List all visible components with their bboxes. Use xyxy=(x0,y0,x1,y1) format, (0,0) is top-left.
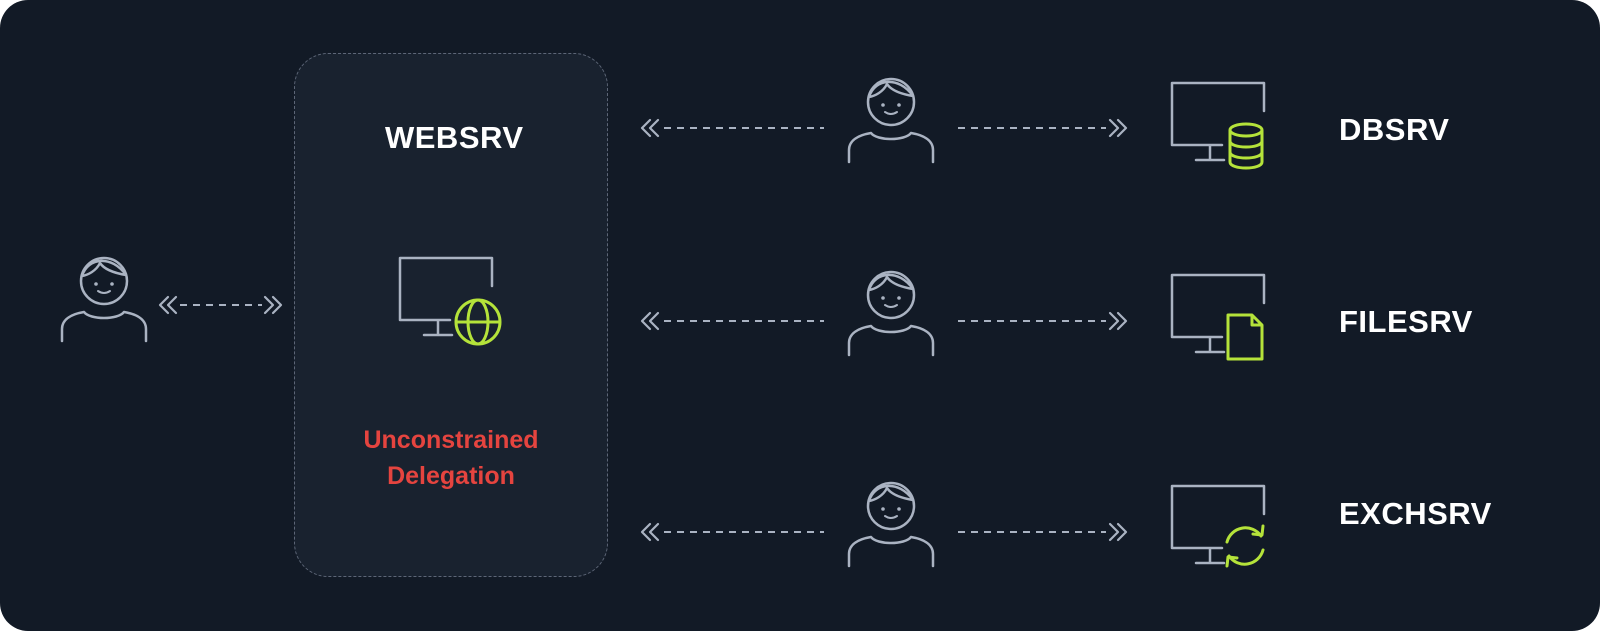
client-user-icon xyxy=(60,256,148,343)
arrow-left-row3 xyxy=(640,522,824,542)
exchsrv-monitor-icon xyxy=(1170,484,1266,565)
server-label-filesrv: FILESRV xyxy=(1339,304,1473,339)
arrow-left-row1 xyxy=(640,118,824,138)
delegation-line-2: Delegation xyxy=(387,462,515,490)
user-icon-row2 xyxy=(847,270,935,357)
arrow-right-row2 xyxy=(958,311,1128,331)
delegation-label: Unconstrained Delegation xyxy=(294,422,608,494)
globe-icon xyxy=(454,298,502,346)
dbsrv-monitor-icon xyxy=(1170,81,1266,162)
user-icon-row1 xyxy=(847,77,935,164)
websrv-title: WEBSRV xyxy=(385,120,524,155)
arrow-right-row3 xyxy=(958,522,1128,542)
arrow-left-row2 xyxy=(640,311,824,331)
server-label-dbsrv: DBSRV xyxy=(1339,112,1450,147)
user-icon-row3 xyxy=(847,481,935,568)
websrv-box xyxy=(294,53,608,577)
client-arrow xyxy=(158,295,283,315)
arrow-right-row1 xyxy=(958,118,1128,138)
file-icon xyxy=(1226,313,1264,361)
delegation-line-1: Unconstrained xyxy=(363,426,539,454)
database-icon xyxy=(1228,122,1264,170)
server-label-exchsrv: EXCHSRV xyxy=(1339,496,1492,531)
sync-icon xyxy=(1225,524,1265,568)
